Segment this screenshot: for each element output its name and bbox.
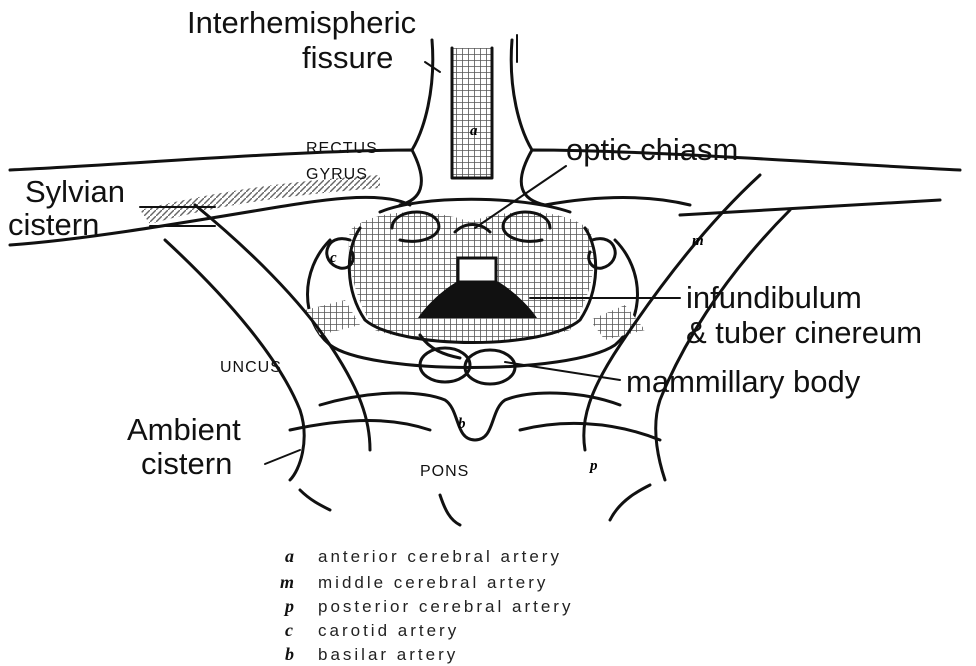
legend-text-c: carotid artery (318, 621, 459, 640)
legend-key-a: a (285, 546, 294, 566)
uncus-hatch-left (305, 300, 360, 335)
legend-text-p: posterior cerebral artery (318, 597, 573, 616)
label-uncus: UNCUS (220, 359, 282, 376)
label-cistern-ambient: cistern (141, 446, 232, 481)
legend-text-a: anterior cerebral artery (318, 547, 562, 566)
label-fissure: fissure (302, 40, 393, 75)
legend-key-c: c (285, 620, 293, 640)
artery-mark-p: p (588, 458, 598, 474)
pons-outline (290, 393, 660, 525)
label-ambient: Ambient (127, 412, 241, 447)
label-rectus: RECTUS (306, 140, 378, 157)
legend-key-m: m (280, 572, 294, 592)
label-pons: PONS (420, 463, 469, 480)
artery-mark-b: b (458, 416, 466, 432)
legend-key-b: b (285, 644, 294, 664)
label-gyrus: GYRUS (306, 166, 368, 183)
label-interhemispheric: Interhemispheric (187, 5, 416, 40)
artery-mark-a: a (470, 123, 478, 139)
legend-text-m: middle cerebral artery (318, 573, 548, 592)
artery-mark-m: m (692, 233, 704, 249)
legend-text-b: basilar artery (318, 645, 458, 664)
label-infundibulum: infundibulum (686, 280, 862, 315)
legend: a anterior cerebral artery m middle cere… (280, 546, 573, 664)
label-cistern-sylvian: cistern (8, 207, 99, 242)
interhemispheric-fissure (412, 40, 532, 178)
legend-key-p: p (283, 596, 294, 616)
label-tuber-cinereum: & tuber cinereum (686, 315, 922, 350)
label-optic-chiasm: optic chiasm (566, 132, 738, 167)
label-mammillary-body: mammillary body (626, 364, 861, 399)
label-sylvian: Sylvian (25, 174, 125, 209)
artery-mark-c: c (330, 250, 337, 266)
